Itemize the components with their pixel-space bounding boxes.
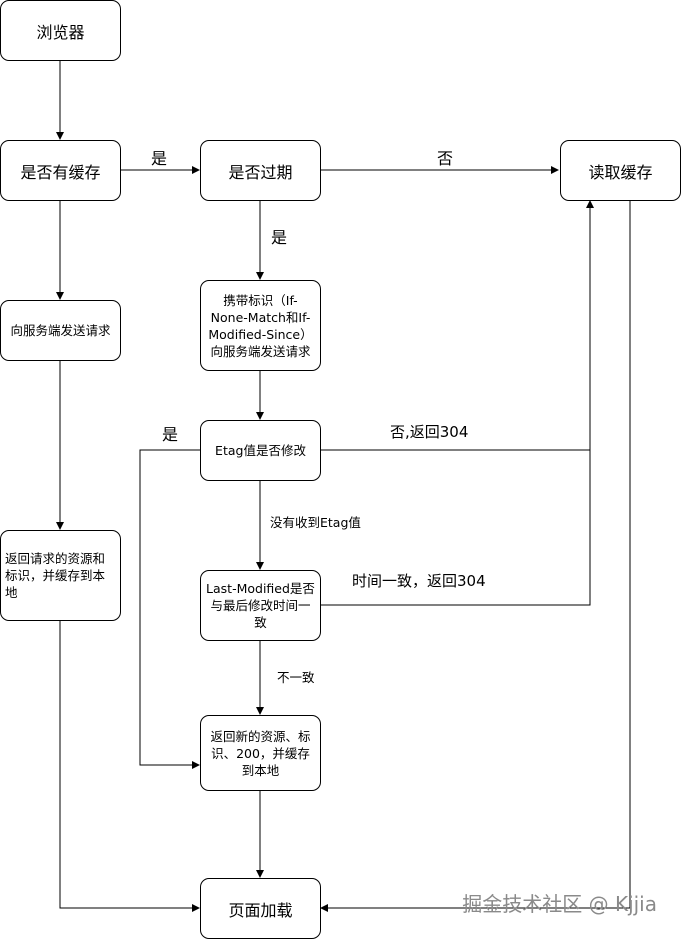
node-return-resource: 返回请求的资源和 标识，并缓存到本 地 (0, 530, 121, 621)
node-return-resource-line: 标识，并缓存到本 (5, 568, 106, 583)
edge-label-mismatch: 不一致 (277, 670, 315, 685)
edge-last-modified-to-read-cache (320, 450, 591, 606)
node-browser-label: 浏览器 (36, 22, 85, 42)
node-send-request: 向服务端发送请求 (0, 300, 121, 361)
node-page-load-label: 页面加载 (228, 900, 293, 920)
node-with-tag-request-line: 携带标识（If- (223, 292, 298, 308)
node-browser: 浏览器 (0, 0, 121, 61)
node-last-modified-line: 与最后修改时间一 (210, 598, 311, 613)
edge-label-yes-etag: 是 (162, 425, 179, 444)
node-last-modified-line: Last-Modified是否 (206, 581, 315, 596)
node-expired: 是否过期 (200, 140, 321, 201)
edge-label-no-expired: 否 (437, 149, 454, 168)
node-return-resource-line: 地 (5, 585, 18, 600)
node-with-tag-request: 携带标识（If- None-Match和If- Modified-Since） … (200, 280, 321, 371)
edge-label-no-etag-304: 否,返回304 (390, 423, 469, 441)
node-send-request-label: 向服务端发送请求 (10, 323, 111, 338)
node-page-load: 页面加载 (200, 878, 321, 939)
watermark: 掘金技术社区 @ Kjjia (462, 892, 657, 916)
node-etag-modified-label: Etag值是否修改 (215, 443, 306, 458)
node-return-new-line: 返回新的资源、标 (210, 728, 311, 744)
node-has-cache-label: 是否有缓存 (20, 162, 101, 182)
node-last-modified: Last-Modified是否 与最后修改时间一 致 (200, 570, 321, 641)
edge-etag-to-read-cache (320, 200, 594, 451)
node-etag-modified: Etag值是否修改 (200, 420, 321, 481)
node-with-tag-request-line: 向服务端发送请求 (210, 343, 311, 359)
edge-label-time-match-304: 时间一致，返回304 (352, 572, 486, 590)
node-expired-label: 是否过期 (228, 162, 293, 182)
node-read-cache-label: 读取缓存 (588, 162, 653, 182)
node-has-cache: 是否有缓存 (0, 140, 121, 201)
node-return-new-line: 识、200，并缓存 (211, 745, 310, 761)
edge-etag-to-return-new (139, 449, 200, 769)
edge-label-no-etag-received: 没有收到Etag值 (270, 515, 361, 530)
edge-label-yes-expired: 是 (271, 228, 288, 247)
edge-label-yes-has-cache: 是 (151, 149, 168, 168)
node-with-tag-request-line: Modified-Since） (208, 326, 313, 342)
node-return-new: 返回新的资源、标 识、200，并缓存 到本地 (200, 715, 321, 791)
node-return-new-line: 到本地 (241, 762, 280, 778)
node-with-tag-request-line: None-Match和If- (210, 309, 311, 325)
node-last-modified-line: 致 (254, 615, 267, 630)
node-return-resource-line: 返回请求的资源和 (5, 551, 106, 566)
edge-read-cache-to-page-load (320, 200, 631, 912)
edge-return-resource-to-page-load (59, 620, 200, 912)
node-read-cache: 读取缓存 (560, 140, 681, 201)
